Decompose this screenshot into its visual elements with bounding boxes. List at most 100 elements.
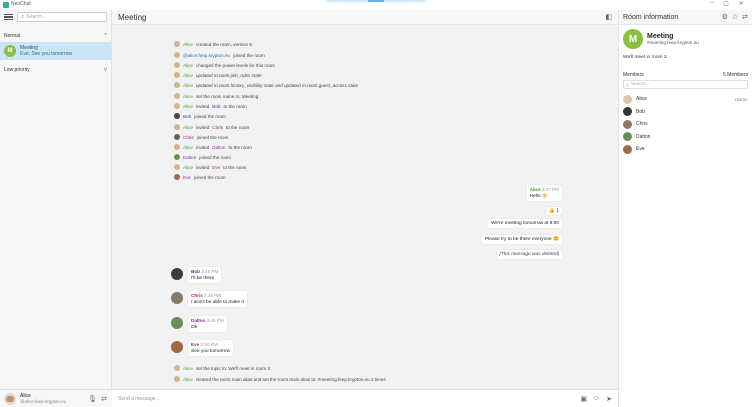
message-time: 3:50 PM [200, 342, 218, 347]
message-sender: Bob [191, 269, 200, 274]
member-item[interactable]: Alice Owner [619, 93, 752, 106]
page-title: Meeting [118, 12, 147, 22]
account-id: @alice:feep.krypton.eu [20, 398, 67, 404]
member-role: Owner [734, 96, 748, 102]
member-search-box[interactable]: ⌕ [623, 80, 748, 89]
avatar [174, 174, 180, 180]
avatar[interactable] [171, 341, 183, 353]
room-info-header: Room information ⚙ ☆ ⇄ [619, 10, 752, 25]
message-input[interactable] [118, 395, 575, 402]
message[interactable]: Chris 3:48 PM I won't be able to make it [188, 291, 247, 307]
favorite-star-icon[interactable]: ☆ [731, 14, 739, 21]
avatar [174, 124, 180, 130]
avatar [174, 164, 180, 170]
message[interactable]: Bob 3:48 PM I'll be there [188, 267, 222, 283]
member-name: Chris [636, 121, 648, 128]
attach-image-icon[interactable]: ▣ [580, 395, 587, 403]
section-low-priority[interactable]: Low priority v [0, 64, 111, 76]
room-topic: We'll meet in room 3 [623, 55, 667, 60]
room-search-input[interactable] [26, 14, 101, 20]
member-item[interactable]: Eve [619, 143, 752, 156]
room-search-box[interactable]: ⌕ [17, 12, 107, 22]
members-label: Members [623, 72, 644, 78]
chevron-up-icon[interactable]: ^ [104, 33, 107, 39]
own-message[interactable]: Please try to be there everyone 😊 [482, 235, 562, 244]
avatar [174, 365, 180, 371]
avatar [174, 376, 180, 382]
own-message[interactable]: Alice 3:47 PM Hello 👋 [526, 185, 562, 201]
avatar[interactable] [171, 317, 183, 329]
member-item[interactable]: Chris [619, 118, 752, 131]
title-indicator [326, 0, 426, 2]
reaction-count: 1 [556, 208, 559, 214]
hamburger-menu-icon[interactable] [4, 13, 13, 21]
room-info-toggle-icon[interactable]: ◧ [605, 14, 612, 21]
emoji-icon[interactable]: ☺ [592, 395, 601, 402]
chevron-down-icon[interactable]: v [104, 67, 107, 73]
message-body: We're meeting tomorrow at 8:00 [490, 221, 559, 226]
title-bar: NeoChat – ▢ ✕ [0, 0, 752, 10]
room-item-meeting[interactable]: M Meeting Eve: See you tomorrow [0, 42, 111, 60]
message-time: 3:48 PM [206, 318, 224, 323]
members-count: 5 Members [722, 72, 748, 78]
message-sender: Chris [191, 293, 203, 298]
message-sender: Alice [529, 187, 541, 192]
member-name: Eve [636, 146, 645, 153]
avatar [174, 41, 180, 47]
avatar [174, 62, 180, 68]
settings-icon[interactable]: ⚙ [721, 14, 728, 21]
avatar [174, 82, 180, 88]
avatar [174, 113, 180, 119]
avatar [174, 103, 180, 109]
mic-icon[interactable]: 🎙 [88, 395, 97, 403]
section-normal[interactable]: Normal ^ [0, 30, 111, 42]
member-search-input[interactable] [630, 82, 738, 87]
message[interactable]: Dalton 3:48 PM Ok [188, 316, 227, 332]
avatar[interactable] [171, 292, 183, 304]
message-time: 3:48 PM [204, 293, 222, 298]
own-message[interactable]: We're meeting tomorrow at 8:00 [487, 219, 562, 228]
avatar[interactable] [4, 392, 16, 405]
message-body: Ok [191, 325, 198, 330]
minimize-button[interactable]: – [710, 0, 714, 6]
avatar [623, 94, 632, 104]
search-icon: ⌕ [21, 13, 25, 20]
section-label: Normal [4, 33, 21, 39]
send-icon[interactable]: ➤ [606, 395, 612, 403]
avatar [623, 119, 632, 129]
member-name: Dalton [636, 133, 651, 140]
own-message[interactable]: [This message was deleted] [496, 250, 562, 259]
member-item[interactable]: Bob [619, 106, 752, 119]
leave-room-icon[interactable]: ⇄ [742, 14, 748, 21]
member-item[interactable]: Dalton [619, 131, 752, 144]
deleted-message: [This message was deleted] [499, 252, 559, 257]
avatar [174, 52, 180, 58]
avatar [174, 144, 180, 150]
message[interactable]: Eve 3:50 PM See you tomorrow [188, 340, 233, 356]
avatar[interactable] [171, 268, 183, 280]
account-bar: Alice @alice:feep.krypton.eu 🎙 ⇄ [0, 389, 112, 407]
room-info-name: Meeting [647, 33, 674, 40]
reaction-chip[interactable]: 👍 1 [545, 207, 562, 215]
close-window-button[interactable]: ✕ [738, 1, 744, 7]
maximize-button[interactable]: ▢ [723, 1, 729, 7]
avatar [174, 72, 180, 78]
search-icon: ⌕ [626, 81, 629, 88]
avatar [623, 132, 632, 142]
switch-account-icon[interactable]: ⇄ [101, 395, 107, 403]
message-body: I'll be there [191, 276, 215, 281]
